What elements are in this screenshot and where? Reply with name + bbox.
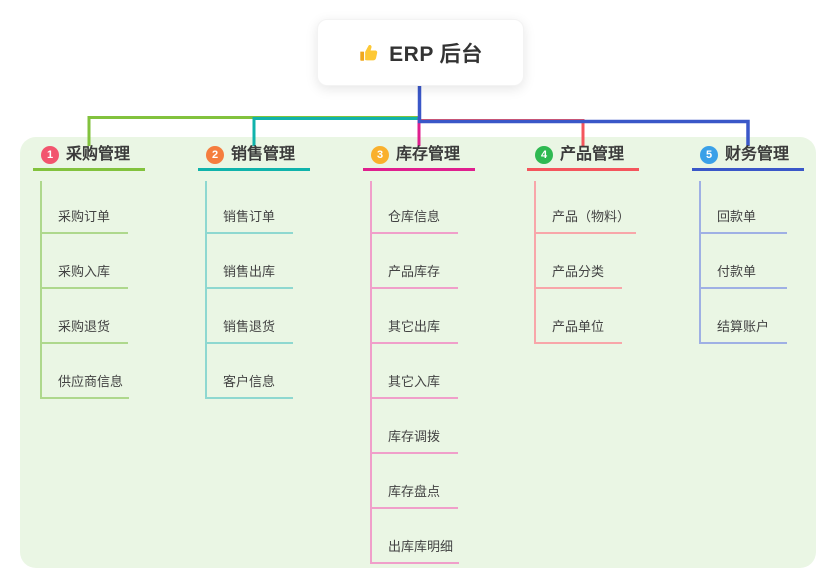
branch-1-child-4[interactable]: 供应商信息 <box>42 373 130 399</box>
branch-5-title-label: 财务管理 <box>725 146 790 163</box>
branch-5-index-badge: 5 <box>700 146 718 164</box>
branch-4-child-2[interactable]: 产品分类 <box>536 263 622 289</box>
branch-1-child-2[interactable]: 采购入库 <box>42 263 128 289</box>
branch-3-child-1[interactable]: 仓库信息 <box>372 208 458 234</box>
thumbs-up-icon <box>358 42 380 64</box>
branch-3-child-7[interactable]: 出库库明细 <box>372 538 460 564</box>
branch-1-child-1[interactable]: 采购订单 <box>42 208 128 234</box>
branch-1-child-3[interactable]: 采购退货 <box>42 318 128 344</box>
branch-3-child-4[interactable]: 其它入库 <box>372 373 458 399</box>
branch-1-title[interactable]: 1 采购管理 <box>33 146 145 171</box>
branch-3-child-6[interactable]: 库存盘点 <box>372 483 458 509</box>
branch-2-child-3[interactable]: 销售退货 <box>207 318 293 344</box>
branch-4-child-1[interactable]: 产品（物料） <box>536 208 637 234</box>
branch-5-child-3[interactable]: 结算账户 <box>701 318 787 344</box>
branch-4-index-badge: 4 <box>535 146 553 164</box>
mindmap-background-panel <box>20 137 816 568</box>
branch-4-title[interactable]: 4 产品管理 <box>527 146 639 171</box>
branch-3-title-label: 库存管理 <box>396 146 461 163</box>
branch-4-child-3[interactable]: 产品单位 <box>536 318 622 344</box>
branch-1-title-label: 采购管理 <box>66 146 131 163</box>
branch-2-child-2[interactable]: 销售出库 <box>207 263 293 289</box>
branch-3-child-2[interactable]: 产品库存 <box>372 263 458 289</box>
branch-3-children: 仓库信息产品库存其它出库其它入库库存调拨库存盘点出库库明细 <box>370 181 460 564</box>
branch-5-children: 回款单付款单结算账户 <box>699 181 787 344</box>
branch-2-children: 销售订单销售出库销售退货客户信息 <box>205 181 293 399</box>
branch-3-title[interactable]: 3 库存管理 <box>363 146 475 171</box>
branch-2-index-badge: 2 <box>206 146 224 164</box>
branch-5-child-2[interactable]: 付款单 <box>701 263 787 289</box>
branch-1-index-badge: 1 <box>41 146 59 164</box>
branch-4-children: 产品（物料） 产品分类产品单位 <box>534 181 637 344</box>
root-node-label: ERP 后台 <box>389 42 483 66</box>
root-node-erp[interactable]: ERP 后台 <box>317 19 524 86</box>
branch-3-child-3[interactable]: 其它出库 <box>372 318 458 344</box>
branch-2-child-4[interactable]: 客户信息 <box>207 373 293 399</box>
branch-3-child-5[interactable]: 库存调拨 <box>372 428 458 454</box>
branch-3-index-badge: 3 <box>371 146 389 164</box>
branch-5-child-1[interactable]: 回款单 <box>701 208 787 234</box>
branch-4-title-label: 产品管理 <box>560 146 625 163</box>
branch-2-title[interactable]: 2 销售管理 <box>198 146 310 171</box>
branch-1-children: 采购订单采购入库采购退货供应商信息 <box>40 181 130 399</box>
branch-5-title[interactable]: 5 财务管理 <box>692 146 804 171</box>
branch-2-child-1[interactable]: 销售订单 <box>207 208 293 234</box>
branch-2-title-label: 销售管理 <box>231 146 296 163</box>
